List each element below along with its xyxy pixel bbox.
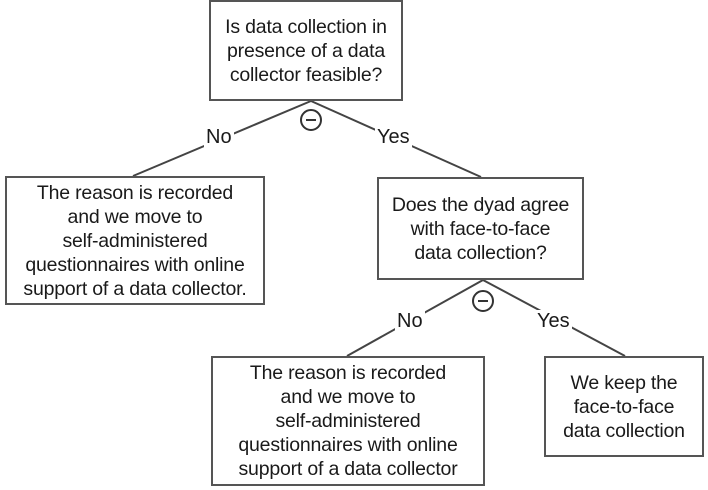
edge-label-no-2: No [395, 310, 425, 332]
question-feasibility-box: Is data collection in presence of a data… [209, 0, 403, 101]
outcome-online-support-text-1: The reason is recorded and we move to se… [23, 181, 247, 300]
question-feasibility-text: Is data collection in presence of a data… [225, 15, 387, 86]
outcome-face-to-face-box: We keep the face-to-face data collection [544, 356, 704, 457]
edge-label-yes-1: Yes [375, 126, 412, 148]
minus-circle-icon [300, 109, 322, 131]
outcome-online-support-text-2: The reason is recorded and we move to se… [238, 362, 458, 480]
question-dyad-agreement-box: Does the dyad agree with face-to-face da… [377, 177, 584, 280]
outcome-online-support-box-1: The reason is recorded and we move to se… [5, 176, 265, 305]
edge-label-yes-2: Yes [535, 310, 572, 332]
outcome-face-to-face-text: We keep the face-to-face data collection [563, 371, 685, 442]
outcome-online-support-box-2: The reason is recorded and we move to se… [211, 356, 485, 486]
edge-label-no-1: No [204, 126, 234, 148]
minus-circle-icon [472, 290, 494, 312]
question-dyad-agreement-text: Does the dyad agree with face-to-face da… [391, 193, 570, 264]
